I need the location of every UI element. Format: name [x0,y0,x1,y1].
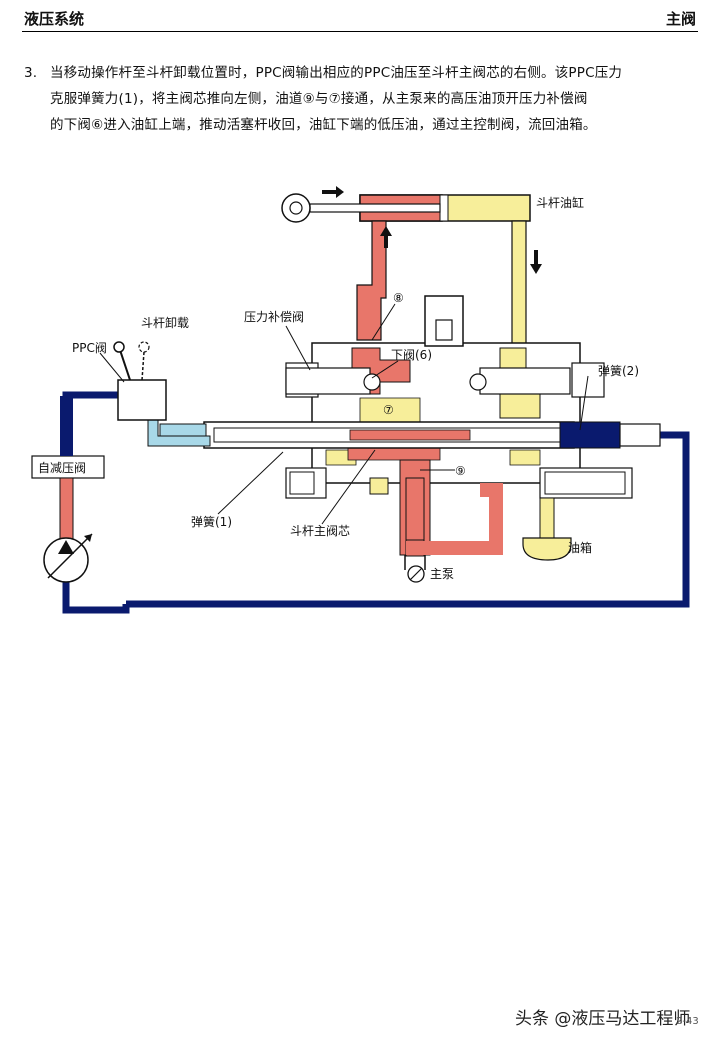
watermark-text: 头条 @液压马达工程师 [515,1009,691,1029]
header-chapter-title: 主阀 [665,10,696,28]
label-arm-dump: 斗杆卸载 [141,315,189,330]
label-mark-8: ⑧ [393,291,404,305]
label-spring-2: 弹簧(2) [598,363,639,378]
label-mark-9: ⑨ [455,464,466,478]
description-paragraph: 3. 当移动操作杆至斗杆卸载位置时，PPC阀输出相应的PPC油压至斗杆主阀芯的右… [24,60,700,138]
paragraph-line-1: 当移动操作杆至斗杆卸载位置时，PPC阀输出相应的PPC油压至斗杆主阀芯的右侧。该… [50,65,623,81]
arm-cylinder [281,186,531,223]
label-comp-valve: 压力补偿阀 [244,309,304,324]
label-lower-valve: 下阀(6) [391,348,432,362]
leader-lines [99,303,589,525]
header-section-title: 液压系统 [24,10,85,28]
ppc-valve-block [113,341,167,421]
paragraph-line-2: 克服弹簧力(1)，将主阀芯推向左侧，油道⑨与⑦接通，从主泵来的高压油顶开压力补偿… [50,91,588,107]
label-ppc-valve: PPC阀 [72,341,107,355]
header-divider [22,31,698,32]
paragraph-line-3: 的下阀⑥进入油缸上端，推动活塞杆收回，油缸下端的低压油，通过主控制阀，流回油箱。 [50,117,597,133]
tank-return [522,497,572,561]
main-pump-supply [405,477,503,583]
label-spring-1: 弹簧(1) [191,514,232,529]
page-number: 2-43 [676,1016,699,1027]
paragraph-number: 3. [24,65,38,81]
hydraulic-diagram: 斗杆油缸 斗杆卸载 PPC阀 压力补偿阀 ⑧ 下阀(6) ⑦ 弹簧(2) 自减压… [31,186,690,614]
label-mark-7: ⑦ [383,403,394,417]
label-arm-cylinder: 斗杆油缸 [536,195,584,210]
label-reducing-valve: 自减压阀 [38,461,86,475]
pressure-reducing-valve [31,396,105,583]
label-tank: 油箱 [568,540,592,555]
label-main-pump: 主泵 [430,567,454,581]
label-arm-spool: 斗杆主阀芯 [290,524,350,538]
